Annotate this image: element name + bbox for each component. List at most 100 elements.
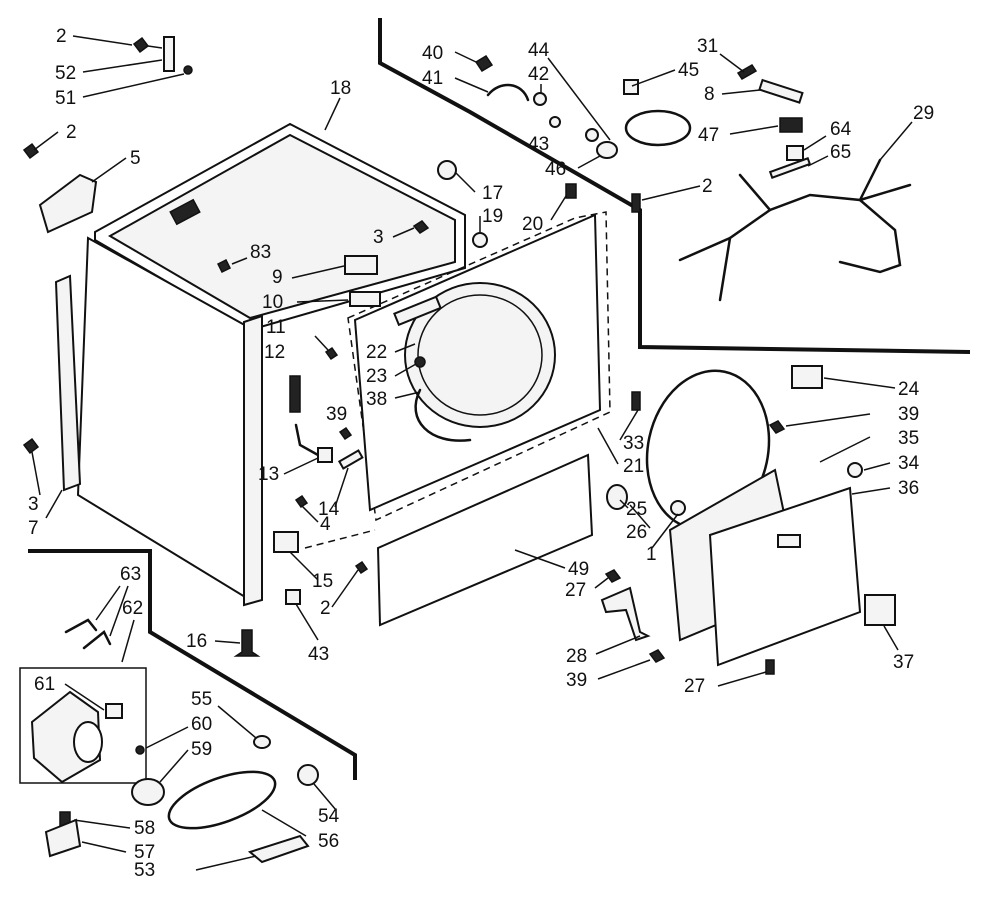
- plug-19: [472, 232, 488, 248]
- motor-switch-61: [105, 703, 123, 719]
- pulley-59: [131, 778, 165, 806]
- door-seal-38: [414, 388, 472, 442]
- leader-27a: [594, 577, 609, 589]
- callout-13: 13: [258, 464, 279, 485]
- door-handle: [777, 534, 801, 548]
- section-borders: [28, 18, 971, 780]
- leader-26: [629, 504, 651, 529]
- leader-38: [394, 391, 421, 399]
- callout-58: 58: [134, 818, 155, 839]
- leader-51: [82, 73, 185, 98]
- callout-46: 46: [545, 159, 566, 180]
- leader-37: [883, 625, 899, 651]
- callout-43: 43: [528, 134, 549, 155]
- tie-65: [768, 157, 812, 179]
- leader-56: [261, 809, 307, 837]
- callout-39: 39: [566, 670, 587, 691]
- screw-39c: [648, 649, 666, 663]
- leader-43a: [295, 603, 319, 641]
- leader-63a: [95, 585, 121, 621]
- callout-27: 27: [684, 676, 705, 697]
- leader-24: [823, 377, 896, 389]
- motor-end: [73, 721, 103, 763]
- door-latch-37: [864, 594, 896, 626]
- leader-27b: [717, 671, 767, 687]
- leader-46: [577, 155, 601, 169]
- shaft-line: [304, 529, 376, 549]
- pin-14: [337, 449, 364, 470]
- callout-14: 14: [318, 499, 340, 520]
- harness-branch-a: [718, 236, 732, 302]
- front-panel: [347, 211, 611, 522]
- setscrew-60: [135, 745, 145, 755]
- bushing-42: [533, 92, 547, 106]
- cabinet-back-slot: [169, 198, 201, 226]
- leader-4: [301, 505, 319, 523]
- leader-11: [314, 335, 329, 351]
- screw-27b: [765, 659, 775, 675]
- leader-44: [547, 57, 611, 141]
- strain-relief-41: [486, 83, 530, 102]
- leader-62: [121, 619, 135, 663]
- callout-labels: 2 52 51 2 5 18 83 9 10 11 12 3 17 19 20 …: [28, 26, 934, 881]
- callout-83: 83: [250, 242, 271, 263]
- leader-21: [597, 427, 619, 465]
- callout-15: 15: [312, 571, 333, 592]
- hardware: [22, 36, 863, 675]
- leveling-foot-16: [233, 629, 261, 657]
- screw-2c: [354, 560, 369, 575]
- callout-51: 51: [55, 88, 76, 109]
- leader-54: [313, 783, 337, 811]
- leader-17: [454, 171, 476, 193]
- spring-12: [289, 375, 301, 413]
- callout-31: 31: [697, 36, 718, 57]
- hinge-pin-33: [631, 391, 641, 411]
- leader-52: [82, 59, 163, 73]
- block-15: [273, 531, 299, 553]
- callout-33: 33: [623, 433, 644, 454]
- idler-55: [253, 735, 271, 749]
- drive-belt-56: [167, 770, 277, 830]
- bracket-57: [44, 818, 82, 858]
- leader-2d: [641, 185, 701, 201]
- leader-65: [807, 155, 829, 167]
- callout-41: 41: [422, 68, 443, 89]
- screw-23: [414, 356, 426, 368]
- bushing-25: [606, 484, 628, 510]
- screw-2a: [132, 36, 150, 54]
- switch-10: [349, 291, 381, 307]
- callout-60: 60: [191, 714, 212, 735]
- leader-10: [296, 299, 349, 303]
- rod-12: [294, 423, 320, 457]
- terminal-8: [758, 78, 804, 104]
- callout-63: 63: [120, 564, 141, 585]
- callout-1: 1: [646, 544, 657, 565]
- screw-40: [474, 54, 494, 73]
- callout-11: 11: [266, 317, 286, 338]
- power-cord-45: [624, 109, 692, 147]
- leader-59: [159, 749, 189, 783]
- callout-45: 45: [678, 60, 699, 81]
- screw-27a: [604, 569, 622, 583]
- terminal-block-46: [596, 141, 618, 159]
- callout-9: 9: [272, 267, 283, 288]
- screw-2b: [22, 142, 40, 160]
- motor-assembly-box-62: [19, 667, 147, 784]
- door-opening: [404, 282, 556, 428]
- leader-8: [721, 89, 761, 95]
- callout-12: 12: [264, 342, 285, 363]
- screw-39a: [338, 426, 353, 441]
- callout-23: 23: [366, 366, 387, 387]
- callout-49: 49: [568, 559, 589, 580]
- callout-53: 53: [134, 860, 155, 881]
- leader-2b: [33, 131, 59, 151]
- callout-64: 64: [830, 119, 852, 140]
- callout-2: 2: [66, 122, 77, 143]
- leader-31: [719, 53, 745, 73]
- callout-16: 16: [186, 631, 207, 652]
- switch-9: [344, 255, 378, 275]
- leader-1: [651, 513, 679, 549]
- leader-29: [879, 121, 913, 161]
- screw-3b: [22, 437, 40, 455]
